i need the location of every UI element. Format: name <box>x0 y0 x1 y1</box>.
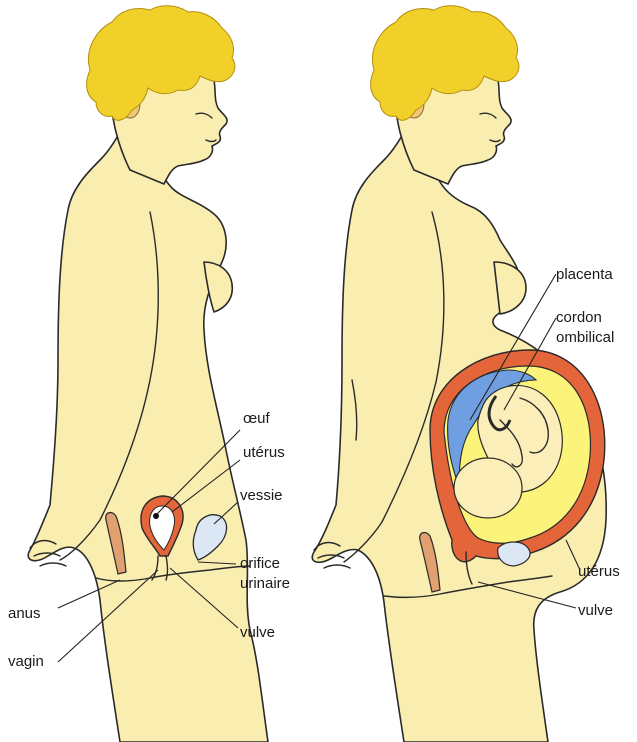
figure-left: œuf utérus vessie orifice urinaire anus … <box>8 6 290 742</box>
label-cordon-2: ombilical <box>556 329 614 346</box>
label-orifice-2: urinaire <box>240 575 290 592</box>
label-vulve-right: vulve <box>578 602 613 619</box>
label-vessie: vessie <box>240 487 283 504</box>
label-uterus-left: utérus <box>243 444 285 461</box>
left-body-silhouette <box>28 118 268 742</box>
label-uterus-right: utérus <box>578 563 620 580</box>
left-egg <box>153 513 159 519</box>
label-vulve-left: vulve <box>240 624 275 641</box>
label-oeuf: œuf <box>243 410 271 427</box>
left-breast <box>204 262 232 312</box>
label-placenta: placenta <box>556 266 613 283</box>
right-bladder <box>498 542 530 566</box>
label-vagin: vagin <box>8 653 44 670</box>
label-cordon-1: cordon <box>556 309 602 326</box>
label-anus: anus <box>8 605 41 622</box>
figure-right: placenta cordon ombilical utérus vulve <box>312 6 619 742</box>
label-orifice-1: orifice <box>240 555 280 572</box>
right-breast <box>494 262 526 314</box>
right-fetus-head <box>454 458 522 518</box>
